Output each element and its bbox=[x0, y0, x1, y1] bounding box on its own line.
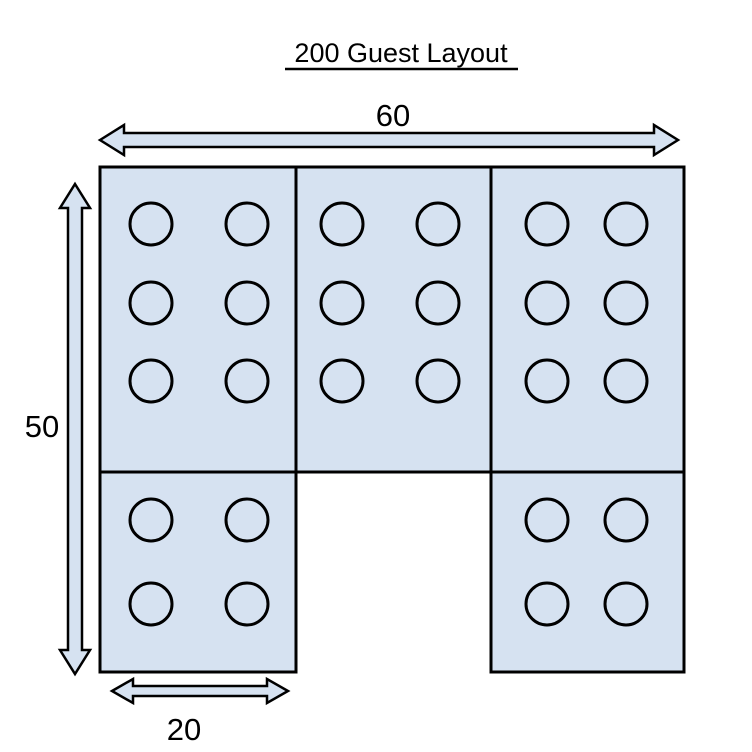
double-arrow-horizontal-top bbox=[97, 122, 681, 158]
guest-tables-layer bbox=[128, 201, 649, 627]
room-outline-u-shape bbox=[98, 165, 686, 674]
guest-table bbox=[319, 201, 365, 247]
dimension-label-top: 60 bbox=[376, 98, 410, 133]
dimension-label-left: 50 bbox=[25, 409, 59, 444]
guest-table bbox=[415, 201, 461, 247]
guest-table bbox=[603, 497, 649, 543]
double-arrow-vertical-left bbox=[57, 181, 93, 677]
guest-table bbox=[224, 280, 270, 326]
guest-table bbox=[224, 201, 270, 247]
dimension-bottom-leg-width: 20 bbox=[109, 676, 291, 747]
guest-table bbox=[319, 358, 365, 404]
page-title: 200 Guest Layout bbox=[294, 38, 508, 68]
guest-table bbox=[415, 358, 461, 404]
guest-table bbox=[603, 280, 649, 326]
dimension-left-height: 50 bbox=[25, 181, 93, 677]
guest-table bbox=[603, 581, 649, 627]
guest-table bbox=[415, 280, 461, 326]
guest-table bbox=[524, 497, 570, 543]
guest-table bbox=[319, 280, 365, 326]
guest-table bbox=[224, 581, 270, 627]
guest-table bbox=[128, 497, 174, 543]
guest-table bbox=[128, 280, 174, 326]
guest-table bbox=[524, 201, 570, 247]
guest-table bbox=[603, 358, 649, 404]
guest-table bbox=[524, 581, 570, 627]
guest-table bbox=[524, 280, 570, 326]
dimension-top-width: 60 bbox=[97, 98, 681, 158]
guest-table bbox=[224, 358, 270, 404]
dimension-label-bottom: 20 bbox=[167, 712, 201, 747]
guest-table bbox=[224, 497, 270, 543]
diagram-title-group: 200 Guest Layout bbox=[285, 38, 518, 71]
double-arrow-horizontal-bottom bbox=[109, 676, 291, 706]
guest-table bbox=[128, 358, 174, 404]
guest-table bbox=[603, 201, 649, 247]
guest-table bbox=[128, 581, 174, 627]
floorplan-group bbox=[98, 165, 686, 674]
guest-table bbox=[128, 201, 174, 247]
guest-table bbox=[524, 358, 570, 404]
